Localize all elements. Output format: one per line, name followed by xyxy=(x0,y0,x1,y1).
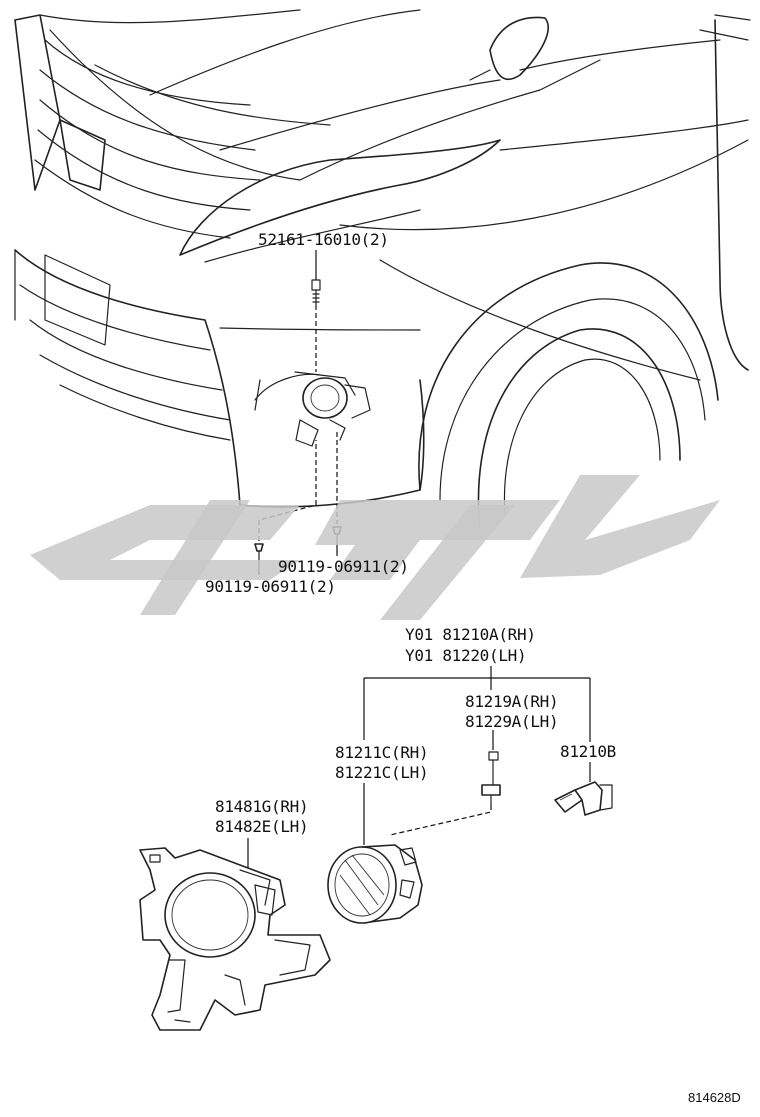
label-lamp-lh: 81221C(LH) xyxy=(335,763,428,782)
socket-leader xyxy=(389,805,492,836)
screw-left-icon xyxy=(254,543,264,561)
label-socket-lh: 81229A(LH) xyxy=(465,712,558,731)
bulb-icon xyxy=(554,781,613,816)
fog-lamp-unit-drawing xyxy=(327,844,423,924)
label-bracket-lh: 81482E(LH) xyxy=(215,817,308,836)
fog-lamp-bracket-drawing xyxy=(139,847,331,1031)
label-assy-lh: Y01 81220(LH) xyxy=(405,646,526,665)
watermark-logo xyxy=(30,475,720,620)
label-assy-rh: Y01 81210A(RH) xyxy=(405,625,536,644)
bolt-52161-icon xyxy=(311,279,321,306)
label-screw-right: 90119-06911(2) xyxy=(278,557,409,576)
lamp-socket-icon xyxy=(481,751,501,806)
reference-code: 814628D xyxy=(688,1090,741,1105)
label-bolt-top: 52161-16010(2) xyxy=(258,230,389,249)
label-bulb: 81210B xyxy=(560,742,616,761)
label-socket-rh: 81219A(RH) xyxy=(465,692,558,711)
label-screw-left: 90119-06911(2) xyxy=(205,577,336,596)
car-front-drawing xyxy=(14,9,751,531)
label-lamp-rh: 81211C(RH) xyxy=(335,743,428,762)
label-bracket-rh: 81481G(RH) xyxy=(215,797,308,816)
